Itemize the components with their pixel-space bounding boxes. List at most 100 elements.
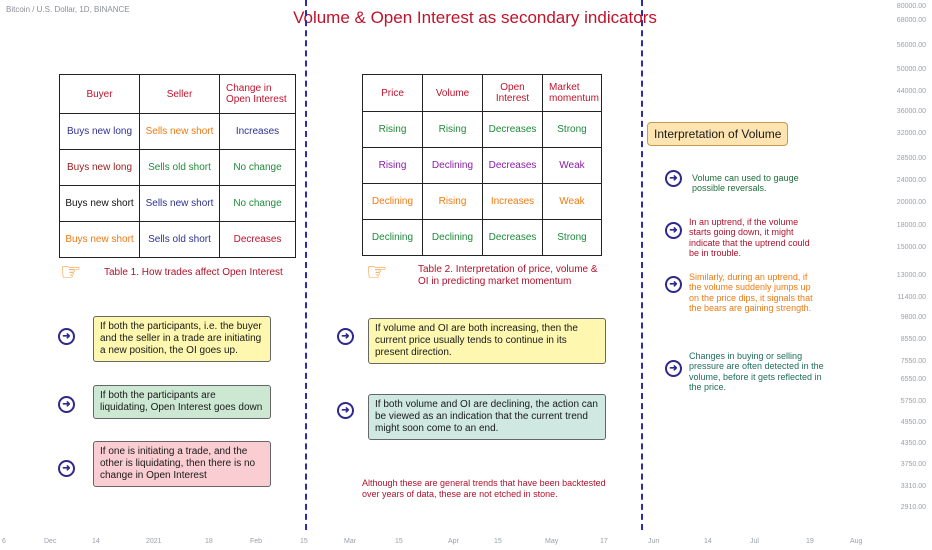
note-box-green: If both the participants are liquidating…: [93, 385, 271, 419]
table-header-row: Buyer Seller Change in Open Interest: [59, 74, 296, 114]
table1-caption: Table 1. How trades affect Open Interest: [104, 267, 283, 278]
table-cell: Sells new short: [139, 185, 220, 222]
price-tick: 18000.00: [896, 222, 926, 229]
table-header-cell: Buyer: [59, 74, 140, 114]
table-cell: Decreases: [482, 219, 543, 256]
table-cell: Rising: [422, 183, 483, 220]
chart-symbol-label[interactable]: Bitcoin / U.S. Dollar, 1D, BINANCE: [6, 5, 130, 14]
table-cell: Buys new long: [59, 149, 140, 186]
time-tick: 15: [494, 538, 502, 545]
table-cell: Declining: [362, 219, 423, 256]
price-tick: 3750.00: [900, 461, 926, 468]
table-cell: Sells old short: [139, 221, 220, 258]
interpretation-note: Changes in buying or selling pressure ar…: [689, 351, 824, 393]
table-cell: Decreases: [219, 221, 296, 258]
table-row: Declining Declining Decreases Strong: [362, 219, 602, 256]
price-tick: 4950.00: [900, 419, 926, 426]
table-row: Buys new short Sells new short No change: [59, 185, 296, 222]
arrow-circle-icon: ➜: [58, 396, 75, 413]
table-header-cell: Market momentum: [542, 74, 602, 112]
time-tick: 14: [92, 538, 100, 545]
price-tick: 5750.00: [900, 398, 926, 405]
time-tick: May: [545, 538, 559, 545]
table-cell: Declining: [362, 183, 423, 220]
price-tick: 20000.00: [896, 199, 926, 206]
table-header-row: Price Volume Open Interest Market moment…: [362, 74, 602, 112]
note-box-yellow-middle: If volume and OI are both increasing, th…: [368, 318, 606, 364]
table-cell: Buys new short: [59, 221, 140, 258]
price-tick: 50000.00: [896, 66, 926, 73]
time-tick: Feb: [250, 538, 263, 545]
table-cell: Buys new long: [59, 113, 140, 150]
table-cell: Decreases: [482, 111, 543, 148]
table-cell: Increases: [219, 113, 296, 150]
table-cell: Rising: [422, 111, 483, 148]
time-tick: Aug: [850, 538, 863, 545]
disclaimer-text: Although these are general trends that h…: [362, 478, 606, 499]
interpretation-note: In an uptrend, if the volume starts goin…: [689, 217, 810, 259]
price-tick: 68000.00: [896, 17, 926, 24]
time-axis[interactable]: 6 Dec 14 2021 18 Feb 15 Mar 15 Apr 15 Ma…: [0, 532, 932, 550]
table-cell: Rising: [362, 111, 423, 148]
time-tick: Dec: [44, 538, 57, 545]
price-tick: 11400.00: [897, 294, 926, 301]
table2-caption: Table 2. Interpretation of price, volume…: [418, 264, 598, 287]
time-tick: Jul: [750, 538, 759, 545]
time-tick: 2021: [146, 538, 162, 545]
table-cell: Weak: [542, 147, 602, 184]
dashed-divider-left: [305, 0, 307, 530]
arrow-circle-icon: ➜: [665, 222, 682, 239]
arrow-circle-icon: ➜: [58, 460, 75, 477]
arrow-circle-icon: ➜: [58, 328, 75, 345]
arrow-circle-icon: ➜: [665, 276, 682, 293]
note-box-teal-middle: If both volume and OI are declining, the…: [368, 394, 606, 440]
table-header-cell: Open Interest: [482, 74, 543, 112]
dashed-divider-right: [641, 0, 643, 530]
table-header-cell: Volume: [422, 74, 483, 112]
table-cell: Sells old short: [139, 149, 220, 186]
pointing-hand-icon: ☞: [60, 259, 82, 286]
table-cell: No change: [219, 149, 296, 186]
table-cell: Buys new short: [59, 185, 140, 222]
table-cell: Declining: [422, 147, 483, 184]
table-header-cell: Price: [362, 74, 423, 112]
time-tick: 17: [600, 538, 608, 545]
table-row: Rising Rising Decreases Strong: [362, 111, 602, 148]
pointing-hand-icon: ☞: [366, 259, 388, 286]
price-tick: 8550.00: [900, 336, 926, 343]
time-tick: 15: [300, 538, 308, 545]
table-cell: Sells new short: [139, 113, 220, 150]
table-row: Buys new long Sells new short Increases: [59, 113, 296, 150]
table-cell: Increases: [482, 183, 543, 220]
table-cell: Declining: [422, 219, 483, 256]
price-tick: 3310.00: [900, 483, 926, 490]
price-axis[interactable]: 80000.00 68000.00 56000.00 50000.00 4400…: [886, 0, 932, 532]
price-tick: 7550.00: [900, 358, 926, 365]
price-tick: 80000.00: [896, 3, 926, 10]
price-tick: 28500.00: [896, 155, 926, 162]
time-tick: 19: [806, 538, 814, 545]
arrow-circle-icon: ➜: [665, 360, 682, 377]
table-row: Buys new long Sells old short No change: [59, 149, 296, 186]
price-tick: 6550.00: [900, 376, 926, 383]
table-cell: Strong: [542, 219, 602, 256]
table-cell: No change: [219, 185, 296, 222]
table-header-cell: Seller: [139, 74, 220, 114]
table-row: Buys new short Sells old short Decreases: [59, 221, 296, 258]
time-tick: 14: [704, 538, 712, 545]
time-tick: 18: [205, 538, 213, 545]
table-row: Declining Rising Increases Weak: [362, 183, 602, 220]
table-cell: Decreases: [482, 147, 543, 184]
interpretation-note: Similarly, during an uptrend, if the vol…: [689, 272, 813, 314]
price-tick: 24000.00: [896, 177, 926, 184]
price-tick: 56000.00: [896, 42, 926, 49]
table-header-cell: Change in Open Interest: [219, 74, 296, 114]
table-cell: Strong: [542, 111, 602, 148]
price-tick: 4350.00: [900, 440, 926, 447]
note-box-yellow: If both the participants, i.e. the buyer…: [93, 316, 271, 362]
note-box-pink: If one is initiating a trade, and the ot…: [93, 441, 271, 487]
time-tick: 6: [2, 538, 6, 545]
price-tick: 9800.00: [900, 314, 926, 321]
time-tick: 15: [395, 538, 403, 545]
table-cell: Weak: [542, 183, 602, 220]
